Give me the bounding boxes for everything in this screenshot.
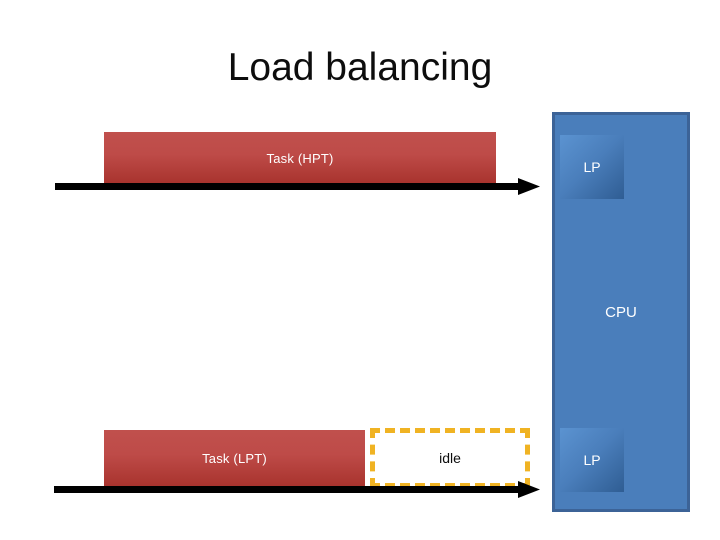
task-box-hpt: Task (HPT) xyxy=(104,132,496,185)
task-box-hpt-label: Task (HPT) xyxy=(266,150,334,166)
timeline-arrow-lpt xyxy=(54,481,540,498)
page-title: Load balancing xyxy=(227,46,493,89)
idle-box-label: idle xyxy=(439,450,461,466)
task-box-lpt-label: Task (LPT) xyxy=(202,451,267,466)
idle-box: idle xyxy=(370,428,530,488)
lp-box-bottom-label: LP xyxy=(583,452,601,468)
lp-box-top: LP xyxy=(560,135,624,199)
cpu-label: CPU xyxy=(605,304,637,321)
lp-box-bottom: LP xyxy=(560,428,624,492)
timeline-arrow-hpt xyxy=(55,178,540,195)
task-box-lpt: Task (LPT) xyxy=(104,430,365,488)
lp-box-top-label: LP xyxy=(583,159,601,175)
